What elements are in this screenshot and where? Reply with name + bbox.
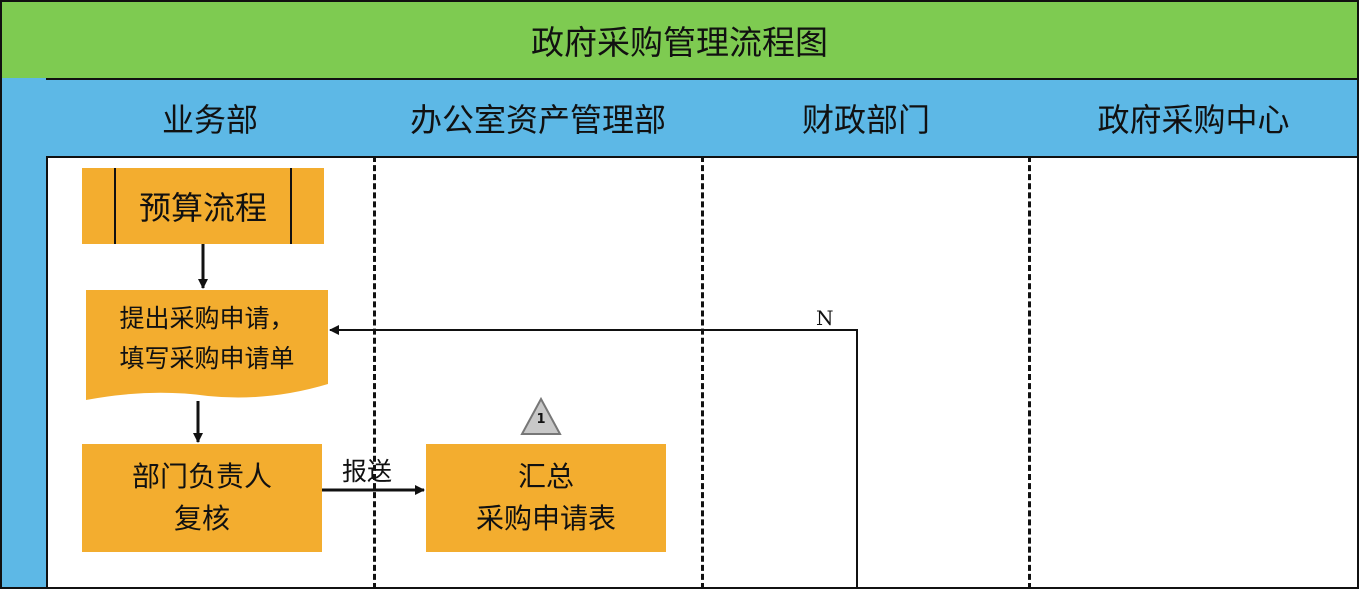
lane-divider xyxy=(373,156,376,589)
edge-label-send: 报送 xyxy=(342,457,393,486)
node-review-line2: 复核 xyxy=(173,502,230,535)
node-summary-form: 汇总 采购申请表 xyxy=(426,444,666,552)
request-document-shape xyxy=(86,290,328,400)
edge-label-reject: N xyxy=(816,306,834,330)
lane-header-procurement-center: 政府采购中心 xyxy=(1030,78,1359,158)
node-budget-label: 预算流程 xyxy=(138,189,267,227)
node-budget-process: 预算流程 xyxy=(82,168,324,244)
step-marker-number: 1 xyxy=(536,412,546,427)
node-department-review: 部门负责人 复核 xyxy=(82,444,322,552)
lane-header-office-asset: 办公室资产管理部 xyxy=(374,78,704,158)
diagram-title: 政府采购管理流程图 xyxy=(0,0,1359,80)
predefined-process-bar xyxy=(290,168,292,244)
node-review-line1: 部门负责人 xyxy=(131,460,272,493)
node-summary-line2: 采购申请表 xyxy=(475,502,616,535)
left-margin-strip xyxy=(0,78,48,589)
node-request-line1: 提出采购申请， xyxy=(119,304,295,333)
lane-header-finance: 财政部门 xyxy=(702,78,1032,158)
lane-divider xyxy=(1028,156,1031,589)
step-marker-triangle xyxy=(520,396,562,435)
lane-divider xyxy=(701,156,704,589)
lane-header-business: 业务部 xyxy=(46,78,376,158)
node-summary-line1: 汇总 xyxy=(517,460,574,493)
predefined-process-bar xyxy=(114,168,116,244)
arrow-reject-return xyxy=(329,325,858,589)
node-purchase-request: 提出采购申请， 填写采购申请单 xyxy=(86,297,328,381)
node-request-line2: 填写采购申请单 xyxy=(119,344,295,373)
